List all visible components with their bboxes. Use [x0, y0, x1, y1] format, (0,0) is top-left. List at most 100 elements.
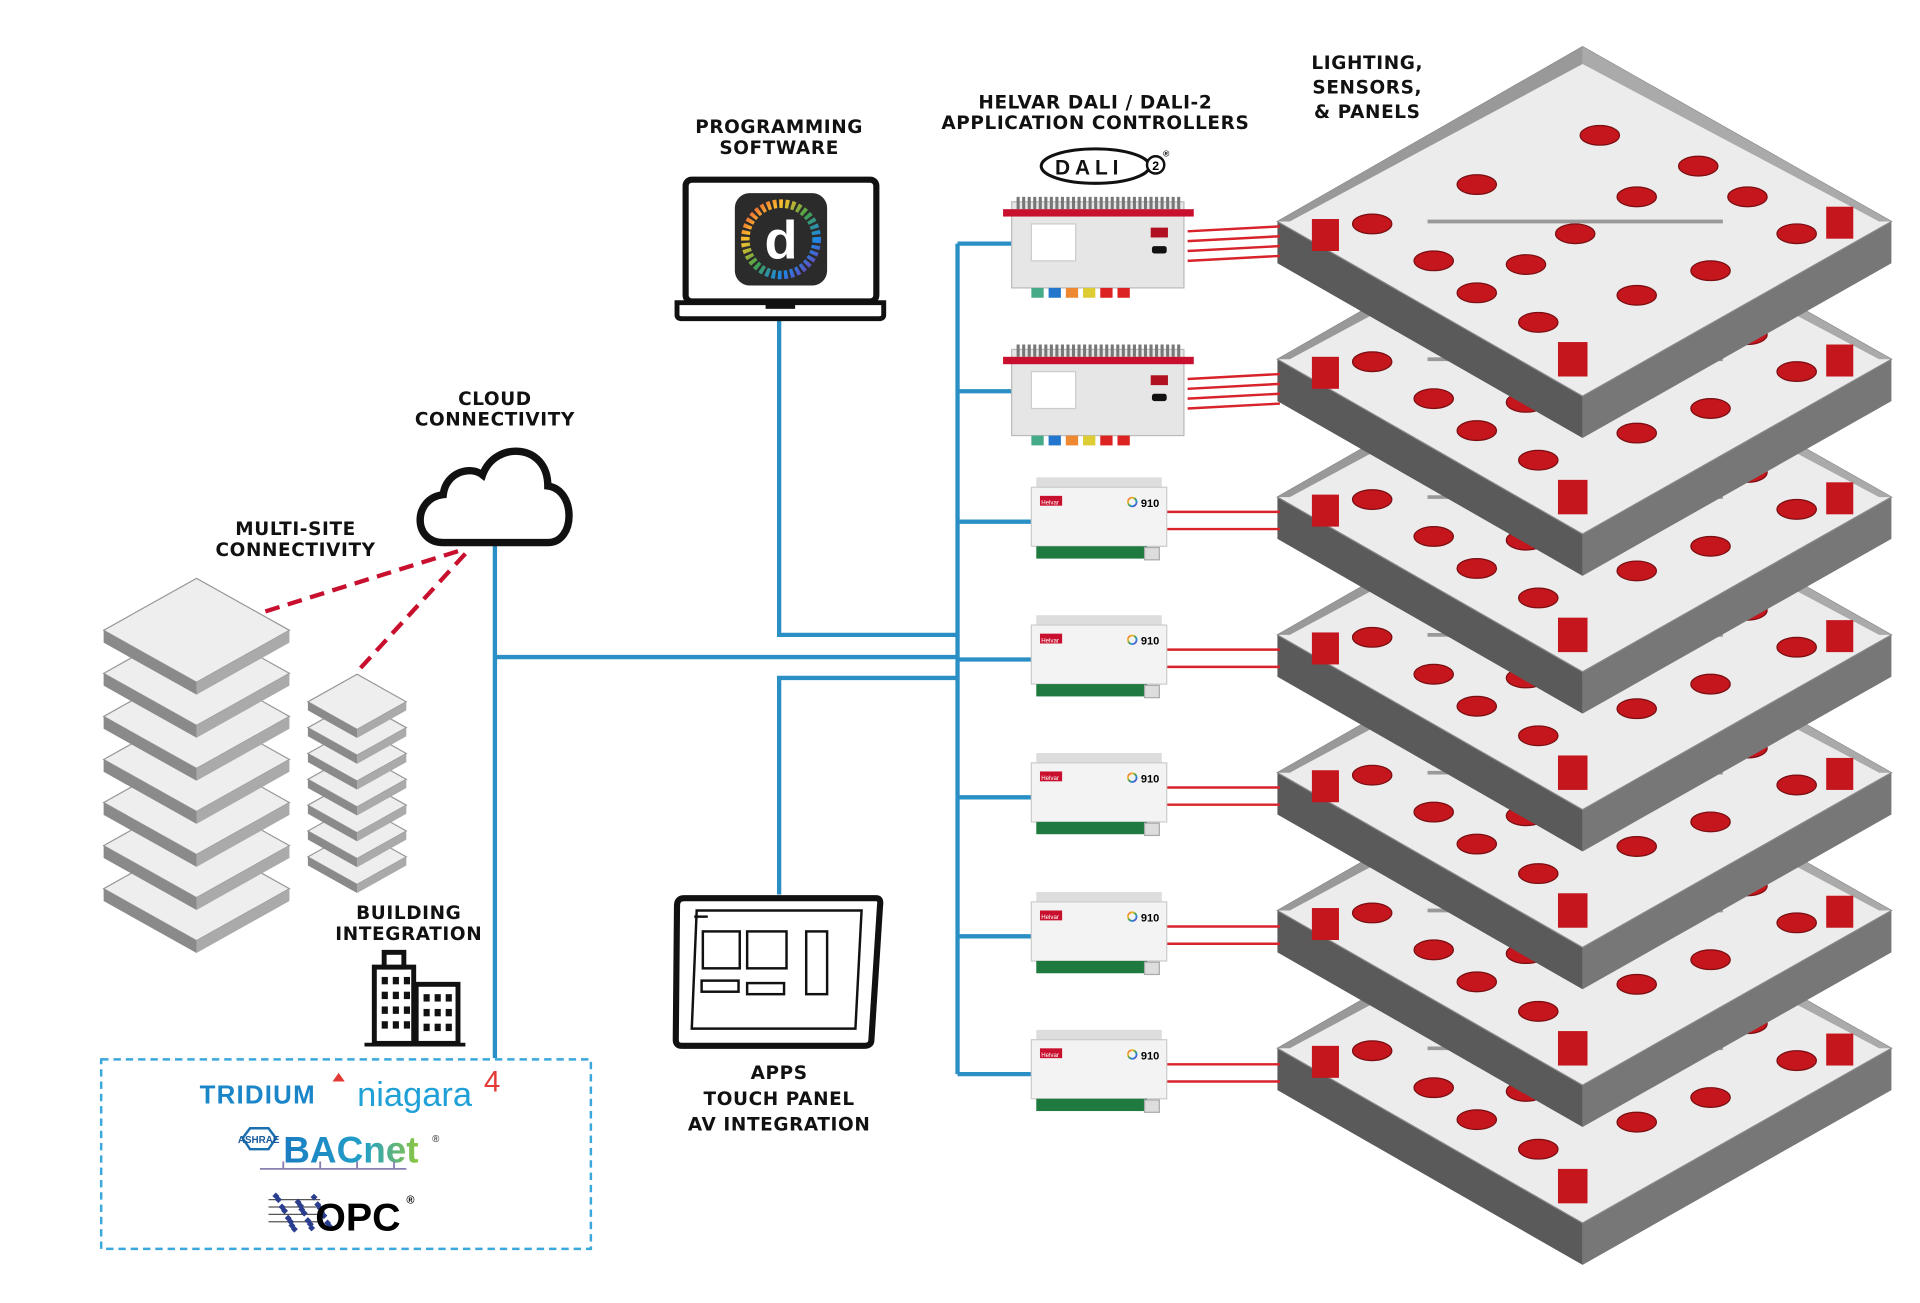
light-fixture [1517, 1000, 1559, 1022]
control-panel [1826, 344, 1854, 377]
svg-text:®: ® [406, 1194, 414, 1206]
control-panel [1826, 757, 1854, 790]
label-lighting-sensors-panels: LIGHTING,SENSORS,& PANELS [1311, 53, 1423, 123]
light-fixture [1456, 174, 1498, 196]
router-brand: Helvar [1041, 914, 1059, 921]
router-brand: Helvar [1041, 637, 1059, 644]
office-building-icon [364, 949, 466, 1047]
control-panel [1557, 1168, 1588, 1204]
router-brand: Helvar [1041, 499, 1059, 506]
dali-lines [1164, 225, 1280, 1083]
control-panel [1826, 1033, 1854, 1066]
light-fixture [1413, 801, 1455, 823]
light-fixture [1456, 282, 1498, 304]
light-fixture [1690, 949, 1731, 971]
building-floor [1276, 46, 1893, 439]
dali-line [1187, 244, 1280, 253]
control-panel [1311, 1045, 1339, 1078]
control-panel [1311, 632, 1339, 665]
dali-line [1187, 392, 1280, 400]
light-fixture [1776, 774, 1817, 796]
light-fixture [1616, 284, 1658, 306]
control-panel [1826, 482, 1854, 515]
dali-line [1187, 225, 1280, 233]
router-model: 910 [1141, 498, 1159, 510]
light-fixture [1690, 811, 1731, 833]
light-fixture [1456, 833, 1498, 855]
dali-line [1187, 254, 1280, 263]
control-panel [1311, 770, 1339, 803]
router-brand: Helvar [1041, 775, 1059, 782]
dali-application-controller [1003, 344, 1194, 446]
light-fixture [1616, 422, 1658, 444]
light-fixture [1413, 663, 1455, 685]
light-fixture [1690, 398, 1731, 419]
control-panel [1311, 494, 1339, 527]
router-brand: Helvar [1041, 1052, 1059, 1059]
light-fixture [1776, 912, 1817, 934]
link-site-b [355, 552, 467, 674]
touch-panel-icon [672, 895, 884, 1049]
router-model: 910 [1141, 1050, 1159, 1062]
svg-text:®: ® [432, 1134, 440, 1145]
tridium-niagara-logo: TRIDIUM niagara 4 [200, 1065, 501, 1114]
control-panel [1311, 219, 1339, 252]
light-fixture [1351, 351, 1393, 373]
light-fixture [1456, 557, 1498, 579]
control-panel [1557, 342, 1588, 377]
controllers: 910Helvar910Helvar910Helvar910Helvar910H… [1003, 196, 1194, 1113]
control-panel [1826, 620, 1854, 653]
tablet-to-bus-line [776, 675, 958, 895]
control-panel [1311, 356, 1339, 389]
light-fixture [1413, 525, 1455, 547]
building-integration-box: TRIDIUM niagara 4 ASHRAE BACnet ® OPC ® [99, 1058, 593, 1251]
light-fixture [1456, 971, 1498, 993]
light-fixture [1517, 863, 1559, 885]
light-fixture [1776, 636, 1817, 658]
light-fixture [1579, 124, 1621, 146]
light-fixture [1517, 449, 1559, 471]
light-fixture [1616, 973, 1658, 995]
light-fixture [1351, 626, 1393, 648]
light-fixture [1351, 902, 1393, 924]
light-fixture [1351, 213, 1393, 235]
light-fixture [1413, 388, 1455, 410]
imagine-router-910: 910 Helvar [1030, 1029, 1168, 1113]
dali-line [1187, 235, 1280, 243]
control-panel [1557, 755, 1588, 790]
svg-text:niagara: niagara [357, 1076, 473, 1114]
control-panel [1557, 1031, 1588, 1066]
light-fixture [1616, 698, 1658, 720]
light-fixture [1456, 1109, 1498, 1131]
control-panel [1557, 479, 1588, 515]
light-fixture [1456, 695, 1498, 717]
router-model: 910 [1141, 913, 1159, 925]
remote-sites [102, 577, 408, 954]
imagine-router-910: 910 Helvar [1030, 892, 1168, 976]
svg-text:BACnet: BACnet [283, 1130, 418, 1171]
router-model: 910 [1141, 774, 1159, 786]
light-fixture [1351, 1040, 1393, 1062]
dali-application-controller [1003, 196, 1194, 298]
light-fixture [1517, 587, 1559, 609]
light-fixture [1413, 250, 1455, 272]
software-to-bus-line [776, 317, 958, 638]
multisite-links [260, 549, 467, 674]
link-site-a [260, 549, 459, 615]
light-fixture [1505, 254, 1547, 275]
light-fixture [1413, 939, 1455, 961]
light-fixture [1677, 155, 1719, 177]
dali-line [1187, 402, 1280, 410]
remote-site-building [102, 577, 291, 954]
light-fixture [1776, 361, 1817, 383]
bus-branches [957, 241, 1034, 1077]
light-fixture [1690, 535, 1731, 557]
light-fixture [1517, 311, 1559, 333]
